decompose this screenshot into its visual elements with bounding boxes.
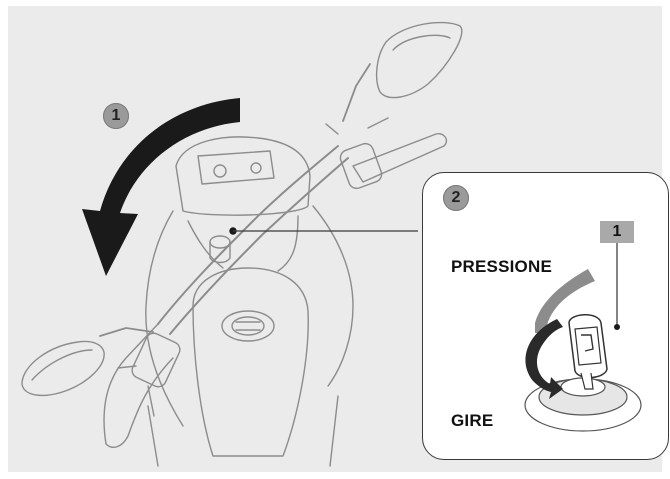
ignition-detail-inset: 2 PRESSIONE GIRE xyxy=(422,172,669,460)
rotation-arrow xyxy=(82,98,240,276)
step-2-number: 2 xyxy=(451,189,461,206)
step-1-badge: 1 xyxy=(103,103,129,129)
fairing-left xyxy=(145,210,184,427)
fuel-tank xyxy=(192,267,309,457)
fuel-cap xyxy=(221,310,275,342)
right-grip xyxy=(352,132,448,183)
press-arrow xyxy=(535,269,595,333)
key-callout-label: 1 xyxy=(600,221,634,243)
right-mirror xyxy=(375,21,463,99)
key-drawing xyxy=(524,243,642,432)
illustration-frame: 1 2 xyxy=(8,6,669,472)
press-label: PRESSIONE xyxy=(451,257,552,276)
ignition-switch xyxy=(209,241,231,264)
key xyxy=(568,314,608,379)
turn-label: GIRE xyxy=(451,411,494,430)
step-2-badge: 2 xyxy=(443,185,469,211)
instrument-cluster xyxy=(175,136,311,216)
left-mirror xyxy=(21,340,105,397)
handlebar xyxy=(157,145,339,325)
step-1-number: 1 xyxy=(111,107,121,124)
motorcycle-drawing xyxy=(21,21,463,467)
left-grip xyxy=(103,323,174,448)
fairing-right xyxy=(312,205,354,387)
turn-arrow xyxy=(525,319,563,399)
